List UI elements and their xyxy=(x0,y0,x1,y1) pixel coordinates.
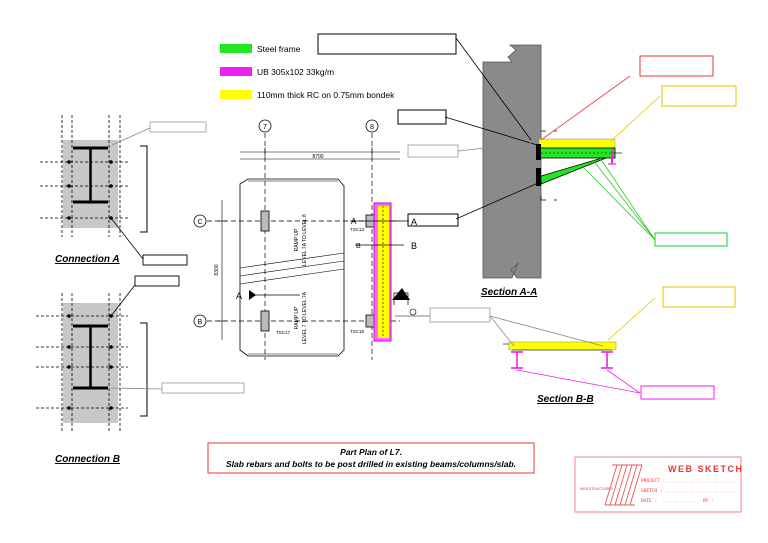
note-line-2: Slab rebars and bolts to be post drilled… xyxy=(226,459,516,469)
section-bb-slab xyxy=(508,341,617,351)
grid-bubble-8 xyxy=(365,119,379,133)
tag-tsc13: TSC13 xyxy=(350,227,365,232)
callout-red-box xyxy=(639,55,714,77)
stamp-project-label: PROJECT : xyxy=(641,478,665,484)
grid-bubble-c xyxy=(193,214,207,228)
section-aa-cleat-top xyxy=(536,144,541,160)
callout-grey-box-bottom xyxy=(429,307,491,323)
cut-a-left: A xyxy=(236,291,242,301)
cut-b-start: B xyxy=(356,243,361,250)
section-bb-beam-right xyxy=(601,351,613,369)
legend-slab-label: 110mm thick RC on 0.75mm bondek xyxy=(257,90,395,100)
grid-bubble-b xyxy=(193,314,207,328)
note-line-1: Part Plan of L7. xyxy=(340,447,402,457)
section-aa-caption: Section A-A xyxy=(481,287,537,298)
existing-wall xyxy=(482,44,542,279)
column-7c xyxy=(260,210,270,232)
dim-left: 8300 xyxy=(214,264,220,275)
note-box xyxy=(207,442,535,474)
stamp-logo-icon xyxy=(604,464,643,506)
legend-slab-swatch xyxy=(220,90,252,99)
section-bb-caption: Section B-B xyxy=(537,394,594,405)
section-aa-detail xyxy=(317,33,737,279)
connection-a-detail xyxy=(40,115,207,266)
ramp-text-4: LEVEL 7 TO LEVEL 7A xyxy=(302,291,308,344)
legend-beam-label: UB 305x102 33kg/m xyxy=(257,67,334,77)
dim-top: 8700 xyxy=(312,154,323,160)
legend: Steel frame UB 305x102 33kg/m 110mm thic… xyxy=(220,44,395,100)
stamp-logo-text: WEB STRUCTURES xyxy=(580,487,614,491)
legend-beam-swatch xyxy=(220,67,252,76)
callout-grey-box-mid xyxy=(407,144,459,158)
callout-black-box-top xyxy=(317,33,457,55)
web-sketch-stamp: WEB STRUCTURES WEB SKETCH PROJECT : SKET… xyxy=(574,456,744,513)
callout-yellow-box-top xyxy=(661,85,737,107)
connection-a-callout-box xyxy=(149,121,207,133)
grid-label-8: 8 xyxy=(370,124,374,131)
cut-a-start: A xyxy=(351,217,357,226)
ramp-text-2: LEVEL 7A TO LEVEL 8 xyxy=(302,214,308,266)
stamp-title: WEB SKETCH xyxy=(668,464,744,474)
grid-label-7: 7 xyxy=(263,124,267,131)
callout-black-box-low xyxy=(407,213,459,227)
stamp-sketch-label: SKETCH : xyxy=(641,488,663,494)
callout-green-box xyxy=(654,232,728,247)
ramp-text-1: RAMP UP xyxy=(294,228,300,251)
section-aa-slab xyxy=(538,138,616,149)
callout-magenta-box xyxy=(640,385,715,400)
connection-a-tag-box xyxy=(142,254,188,266)
tag-tsc18: TSC18 xyxy=(350,329,365,334)
section-aa-cleat-bottom xyxy=(536,168,541,186)
section-bb-beam-left xyxy=(511,351,523,369)
grid-label-b: B xyxy=(198,319,203,326)
column-7b xyxy=(260,310,270,332)
part-plan xyxy=(193,119,430,360)
tag-tsc17: TSC17 xyxy=(276,330,291,335)
section-bb-detail xyxy=(429,286,736,400)
callout-black-box-mid xyxy=(397,109,447,125)
ramp-text-3: RAMP UP xyxy=(294,306,300,329)
connection-b-tag-box xyxy=(134,275,180,287)
stamp-date-label: DATE : xyxy=(641,498,657,504)
connection-b-detail xyxy=(36,275,245,432)
cut-a-end: A xyxy=(411,217,417,227)
legend-steel-label: Steel frame xyxy=(257,44,301,54)
connection-a-caption: Connection A xyxy=(55,254,120,265)
grid-label-c: C xyxy=(197,219,202,226)
grid-bubble-7 xyxy=(258,119,272,133)
stamp-by-label: BY : xyxy=(703,498,714,504)
connection-b-caption: Connection B xyxy=(55,454,120,465)
legend-steel-swatch xyxy=(220,44,252,53)
connection-b-callout-box xyxy=(161,382,245,394)
part-plan-labels: 7 8 C B 8700 8300 RAMP UP LEVEL 7A TO LE… xyxy=(197,124,417,344)
plan-rc-slab-strip xyxy=(378,206,389,338)
cut-b-end: B xyxy=(411,241,417,251)
callout-yellow-box-bottom xyxy=(662,286,736,308)
stamp-frame xyxy=(574,456,742,513)
